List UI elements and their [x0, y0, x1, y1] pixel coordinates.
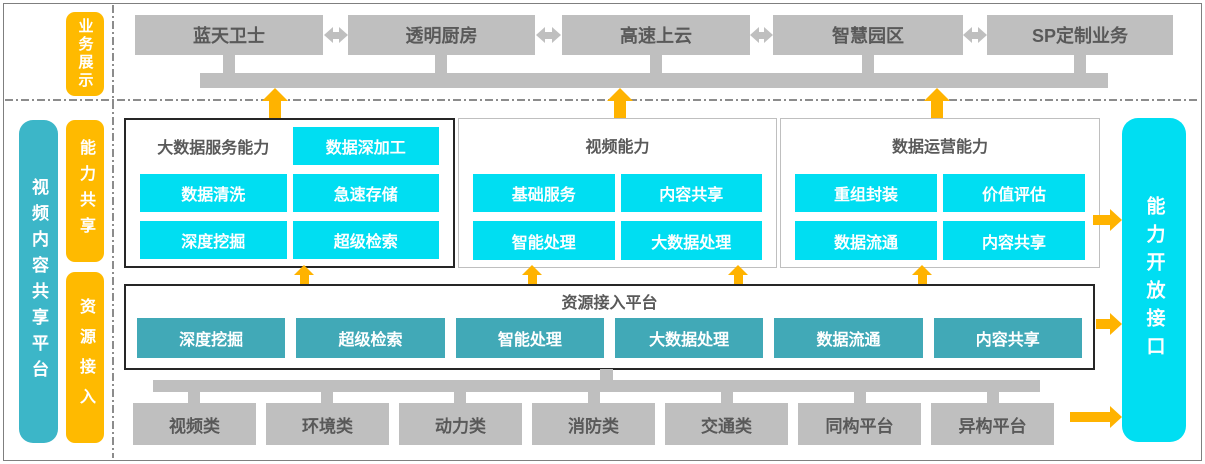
vertical-divider-line [112, 5, 114, 458]
double-arrow-icon [324, 27, 348, 43]
panel-label: 能力开放接口 [1143, 196, 1165, 364]
capability-box: 价值评估 [943, 173, 1085, 213]
capability-box: 重组封装 [795, 173, 937, 213]
capability-box: 数据清洗 [140, 174, 287, 212]
connector-stem [223, 55, 235, 73]
business-app-box: 高速上云 [562, 15, 750, 55]
connector-stem [854, 391, 866, 404]
double-arrow-icon [536, 27, 561, 43]
business-bus-bar [200, 73, 1108, 88]
source-category-box: 消防类 [532, 403, 655, 445]
capability-box: 数据深加工 [292, 127, 439, 165]
platform-box: 大数据处理 [614, 318, 764, 358]
sidebar-label-text: 业务展示 [76, 18, 94, 90]
capability-group-video: 视频能力 基础服务 内容共享 智能处理 大数据处理 [458, 118, 777, 268]
source-bus-bar [153, 380, 1040, 392]
up-arrow [924, 88, 950, 118]
up-arrow [912, 265, 932, 284]
platform-title: 资源接入平台 [561, 295, 658, 312]
sidebar-label-platform: 视频内容共享平台 [19, 120, 58, 443]
double-arrow-icon [750, 27, 773, 43]
resource-access-platform: 资源接入平台 深度挖掘 超级检索 智能处理 大数据处理 数据流通 内容共享 [124, 284, 1095, 370]
sidebar-label-capability-sharing: 能力共享 [66, 120, 104, 262]
business-app-label: 透明厨房 [405, 26, 478, 46]
connector-stem [454, 391, 466, 404]
source-category-box: 视频类 [133, 403, 256, 445]
capability-box: 深度挖掘 [140, 221, 287, 259]
horizontal-divider-line [5, 99, 1199, 101]
double-arrow-icon [963, 27, 987, 43]
capability-box: 内容共享 [620, 173, 762, 213]
right-arrow [1070, 406, 1122, 428]
right-arrow [1093, 209, 1122, 231]
platform-box-row: 深度挖掘 超级检索 智能处理 大数据处理 数据流通 内容共享 [137, 318, 1082, 358]
platform-box: 数据流通 [774, 318, 923, 358]
capability-open-interface-panel: 能力开放接口 [1122, 118, 1186, 442]
connector-stem [1074, 55, 1086, 73]
up-arrow [262, 88, 288, 118]
connector-stem [435, 55, 447, 73]
connector-stem [987, 391, 999, 404]
connector-stem [600, 369, 613, 381]
group-title: 视频能力 [585, 139, 650, 157]
group-title: 大数据服务能力 [157, 140, 270, 157]
source-category-box: 异构平台 [931, 403, 1054, 445]
business-app-box: 透明厨房 [348, 15, 535, 55]
sidebar-label-text: 资源接入 [77, 297, 94, 418]
business-app-box: 智慧园区 [773, 15, 963, 55]
business-app-box: 蓝天卫士 [135, 15, 323, 55]
source-category-box: 动力类 [399, 403, 522, 445]
sidebar-label-text: 视频内容共享平台 [29, 177, 48, 386]
group-title: 数据运营能力 [891, 139, 988, 157]
capability-box: 内容共享 [943, 221, 1085, 260]
source-category-row: 视频类 环境类 动力类 消防类 交通类 同构平台 异构平台 [133, 403, 1054, 445]
capability-box: 大数据处理 [620, 221, 762, 260]
up-arrow [522, 265, 542, 284]
connector-stem [188, 391, 200, 404]
source-category-box: 同构平台 [798, 403, 921, 445]
up-arrow [728, 265, 748, 284]
business-app-box: SP定制业务 [987, 15, 1173, 55]
capability-box: 急速存储 [292, 174, 439, 212]
source-category-box: 环境类 [266, 403, 389, 445]
capability-box: 智能处理 [473, 221, 615, 260]
connector-stem [650, 55, 662, 73]
capability-box: 基础服务 [473, 173, 615, 213]
business-app-label: 智慧园区 [832, 26, 904, 46]
connector-stem [721, 391, 733, 404]
sidebar-label-business-display: 业务展示 [66, 12, 104, 96]
connector-stem [321, 391, 333, 404]
business-app-label: SP定制业务 [1031, 26, 1128, 46]
platform-box: 深度挖掘 [137, 318, 286, 358]
business-app-label: 高速上云 [620, 26, 692, 46]
sidebar-label-resource-access: 资源接入 [66, 272, 104, 443]
capability-group-bigdata: 大数据服务能力 数据深加工 数据清洗 急速存储 深度挖掘 超级检索 [124, 118, 455, 268]
connector-stem [588, 391, 600, 404]
platform-box: 智能处理 [455, 318, 604, 358]
capability-box: 数据流通 [795, 221, 937, 260]
connector-stem [862, 55, 874, 73]
up-arrow [607, 88, 633, 118]
business-app-label: 蓝天卫士 [193, 26, 265, 46]
outer-frame [3, 3, 1202, 461]
source-category-box: 交通类 [665, 403, 788, 445]
right-arrow [1096, 313, 1122, 335]
sidebar-label-text: 能力共享 [77, 139, 94, 243]
capability-box: 超级检索 [292, 221, 439, 259]
up-arrow [294, 265, 314, 284]
platform-box: 内容共享 [933, 318, 1082, 358]
capability-group-data-operation: 数据运营能力 重组封装 价值评估 数据流通 内容共享 [780, 118, 1100, 268]
platform-box: 超级检索 [296, 318, 445, 358]
